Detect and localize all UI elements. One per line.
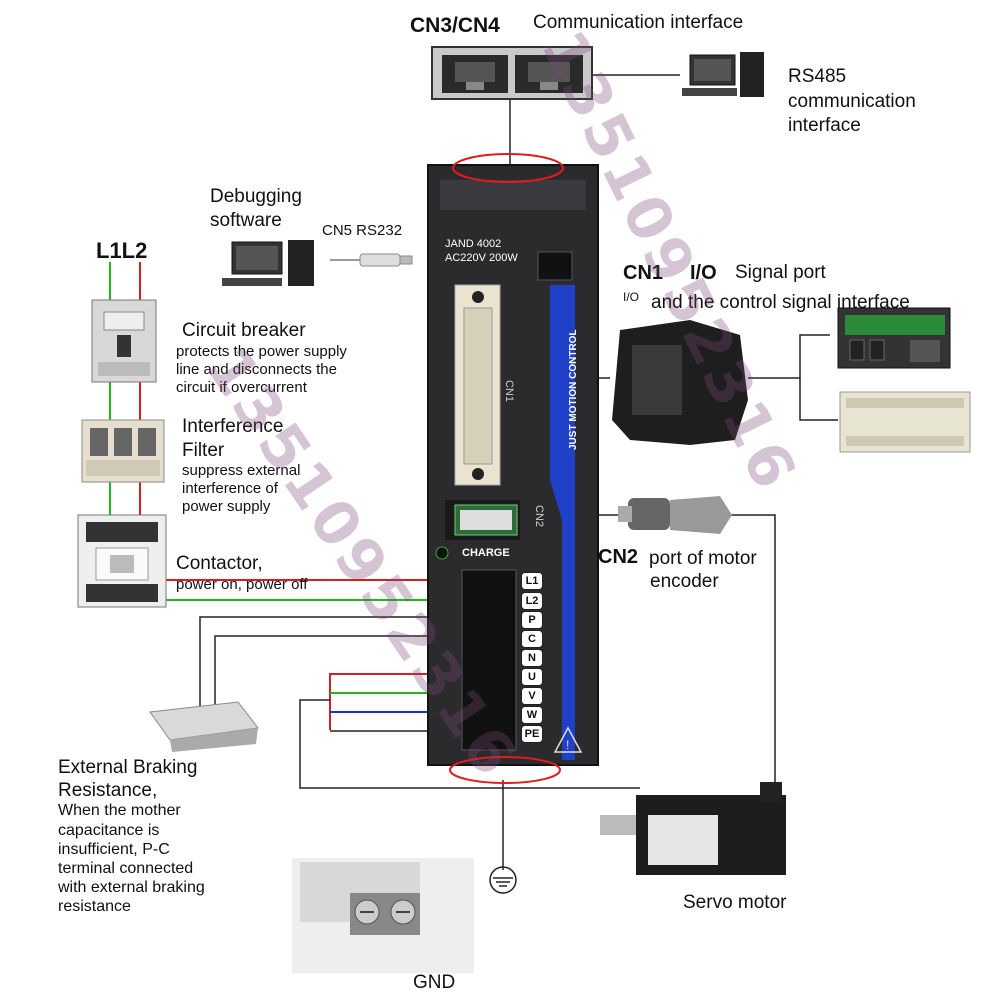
debugging-label-line1: Debugging — [210, 186, 302, 207]
terminal-l1: L1 — [521, 572, 543, 590]
brake-wire-c — [214, 635, 518, 715]
circuit-breaker-desc-1: protects the power supply — [176, 343, 347, 360]
rs485-label-line3: interface — [788, 115, 861, 136]
drive-cn2-label: CN2 — [533, 505, 545, 528]
filter-desc-2: interference of — [182, 480, 278, 497]
signal-port-label: Signal port — [735, 262, 826, 283]
drive-brand-strip: JUST MOTION CONTROL — [568, 329, 579, 450]
motion-controller-icon — [837, 307, 951, 369]
filter-desc-3: power supply — [182, 498, 271, 515]
terminal-l2: L2 — [521, 592, 543, 610]
top-highlight-ellipse — [452, 153, 564, 183]
servo-drive-body — [427, 164, 599, 766]
cn1-title: CN1 — [623, 262, 664, 284]
cn1-to-plc — [799, 378, 838, 421]
control-signal-label: and the control signal interface — [651, 292, 910, 313]
braking-desc-6: resistance — [58, 898, 131, 915]
circuit-breaker-desc-2: line and disconnects the — [176, 361, 337, 378]
encoder-label-1: port of motor — [649, 548, 757, 569]
cn3-cn4-connector-icon — [431, 46, 593, 100]
cn1-connector-icon — [612, 320, 748, 445]
l1l2-label: L1L2 — [96, 238, 148, 263]
debugging-label-line2: software — [210, 210, 282, 231]
debug-computer-icon — [222, 240, 314, 286]
drive-model: JAND 4002 — [445, 238, 502, 250]
svg-text:!: ! — [566, 738, 569, 752]
braking-desc-5: with external braking — [58, 879, 205, 896]
filter-title-2: Filter — [182, 440, 225, 461]
braking-desc-4: terminal connected — [58, 860, 194, 877]
terminal-p: P — [521, 611, 543, 629]
gnd-label: GND — [413, 972, 456, 993]
filter-desc-1: suppress external — [182, 462, 301, 479]
filter-title-1: Interference — [182, 416, 284, 437]
cn2-title: CN2 — [598, 546, 639, 568]
encoder-label-2: encoder — [650, 571, 719, 592]
braking-resistor-icon — [149, 701, 259, 752]
contactor-desc: power on, power off — [176, 576, 308, 593]
rs485-label-line1: RS485 — [788, 66, 847, 87]
cn3-cn4-title: CN3/CN4 — [410, 14, 500, 37]
drive-cn1-label: CN1 — [503, 380, 515, 403]
plc-icon — [839, 391, 971, 453]
circuit-breaker-title: Circuit breaker — [182, 320, 306, 341]
warning-triangle-icon: ! — [553, 726, 583, 753]
rs485-label-line2: communication — [788, 91, 916, 112]
charge-label: CHARGE — [462, 547, 510, 559]
cn1-to-controllers — [748, 334, 830, 379]
communication-interface-label: Communication interface — [533, 12, 744, 33]
rs232-cable-icon — [330, 253, 413, 267]
braking-title-2: Resistance, — [58, 780, 158, 801]
cn5-rs232-label: CN5 RS232 — [322, 222, 403, 239]
contactor-icon — [77, 514, 167, 608]
terminal-n: N — [521, 649, 543, 667]
circuit-breaker-icon — [91, 299, 157, 383]
terminal-pe: PE — [521, 725, 543, 743]
bottom-highlight-ellipse — [449, 756, 561, 784]
terminal-u: U — [521, 668, 543, 686]
braking-desc-1: When the mother — [58, 802, 181, 819]
cn2-encoder-connector-icon — [618, 496, 732, 534]
rs485-computer-icon — [682, 52, 764, 97]
io-label: I/O — [690, 262, 717, 284]
braking-desc-2: capacitance is — [58, 822, 160, 839]
braking-title-1: External Braking — [58, 757, 198, 778]
ground-symbol-icon — [489, 866, 517, 894]
braking-desc-3: insufficient, P-C — [58, 841, 170, 858]
contactor-title: Contactor, — [176, 553, 263, 574]
interference-filter-icon — [81, 419, 165, 483]
drive-rating: AC220V 200W — [445, 252, 518, 264]
terminal-c: C — [521, 630, 543, 648]
terminal-v: V — [521, 687, 543, 705]
io-small-label: I/O — [623, 290, 640, 304]
gnd-terminal-photo — [292, 858, 474, 973]
circuit-breaker-desc-3: circuit if overcurrent — [176, 379, 307, 396]
motor-power-cable — [299, 699, 640, 789]
terminal-w: W — [521, 706, 543, 724]
servo-motor-label: Servo motor — [683, 892, 787, 913]
brake-wire-p — [199, 616, 518, 715]
servo-motor-icon — [600, 782, 786, 875]
